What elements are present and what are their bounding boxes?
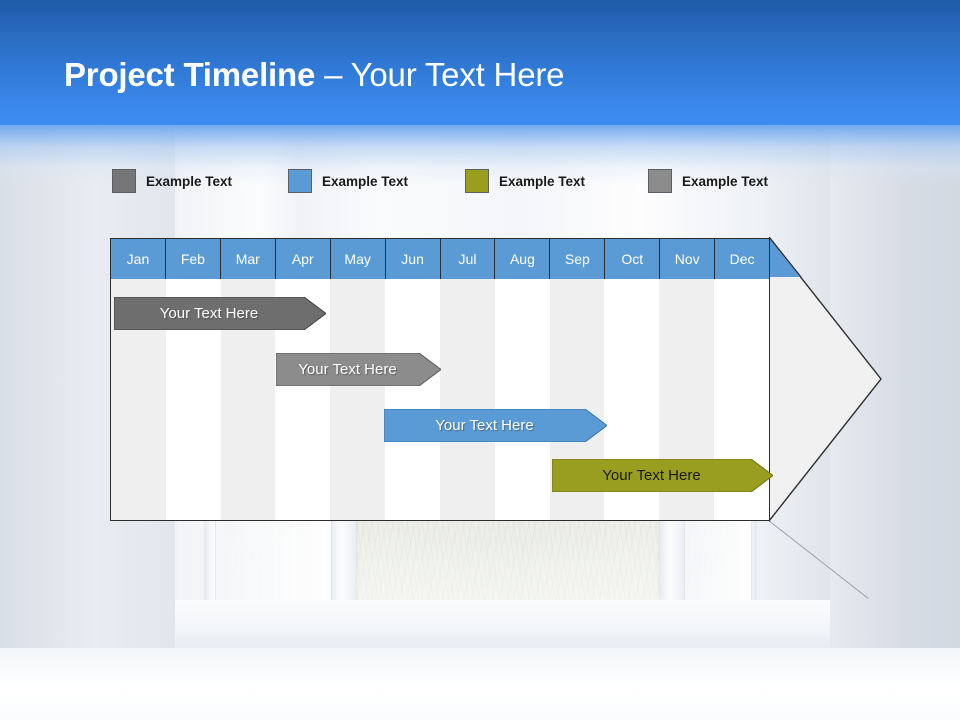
month-header-cell[interactable]: Aug xyxy=(495,239,551,279)
month-header-cell[interactable]: Jun xyxy=(385,239,441,279)
task-arrow-shape-icon xyxy=(114,297,326,330)
timeline-column xyxy=(385,279,440,520)
timeline-task-bar[interactable]: Your Text Here xyxy=(552,459,773,492)
task-arrow-shape-icon xyxy=(276,353,441,386)
legend-item-label: Example Text xyxy=(322,173,409,189)
month-header-cell[interactable]: May xyxy=(330,239,386,279)
window-sill xyxy=(175,600,830,648)
legend-swatch-icon xyxy=(112,169,136,193)
task-arrow-shape-icon xyxy=(384,409,607,442)
timeline-task-bar[interactable]: Your Text Here xyxy=(114,297,326,330)
task-bar-label: Your Text Here xyxy=(602,467,701,484)
page-title: Project Timeline – Your Text Here xyxy=(64,56,564,94)
timeline-task-bar[interactable]: Your Text Here xyxy=(276,353,441,386)
month-header-cell[interactable]: Apr xyxy=(275,239,331,279)
timeline-table: Jan Feb Mar Apr May Jun Jul Aug Sep Oct … xyxy=(110,238,773,521)
month-header-cell[interactable]: Feb xyxy=(165,239,221,279)
month-header-cell[interactable]: Jan xyxy=(111,239,166,279)
task-bar-label: Your Text Here xyxy=(298,361,397,378)
timeline-chart: Jan Feb Mar Apr May Jun Jul Aug Sep Oct … xyxy=(110,237,882,599)
timeline-arrowhead-icon xyxy=(769,237,882,522)
month-header-cell[interactable]: Dec xyxy=(715,239,770,279)
month-header-cell[interactable]: Nov xyxy=(660,239,716,279)
legend-item[interactable]: Example Text xyxy=(112,169,232,193)
legend-item-label: Example Text xyxy=(146,173,233,189)
page-title-light: – Your Text Here xyxy=(315,56,565,93)
legend-item[interactable]: Example Text xyxy=(288,169,408,193)
legend-swatch-icon xyxy=(465,169,489,193)
room-floor xyxy=(0,648,960,720)
month-header-cell[interactable]: Sep xyxy=(550,239,606,279)
page-title-bold: Project Timeline xyxy=(64,56,316,93)
timeline-column xyxy=(439,279,495,520)
month-header-cell[interactable]: Mar xyxy=(220,239,276,279)
month-header-cell[interactable]: Jul xyxy=(440,239,496,279)
header-band xyxy=(0,0,960,125)
legend-item-label: Example Text xyxy=(682,173,769,189)
timeline-column xyxy=(330,279,386,520)
legend-item[interactable]: Example Text xyxy=(648,169,768,193)
task-bar-label: Your Text Here xyxy=(159,305,259,322)
month-header-cell[interactable]: Oct xyxy=(605,239,661,279)
legend-swatch-icon xyxy=(288,169,312,193)
task-bar-label: Your Text Here xyxy=(435,417,534,434)
timeline-task-bar[interactable]: Your Text Here xyxy=(384,409,607,442)
timeline-column xyxy=(494,279,550,520)
legend-item[interactable]: Example Text xyxy=(465,169,585,193)
legend-item-label: Example Text xyxy=(499,173,586,189)
timeline-month-header-row: Jan Feb Mar Apr May Jun Jul Aug Sep Oct … xyxy=(111,239,770,279)
legend-swatch-icon xyxy=(648,169,672,193)
task-arrow-shape-icon xyxy=(552,459,773,492)
